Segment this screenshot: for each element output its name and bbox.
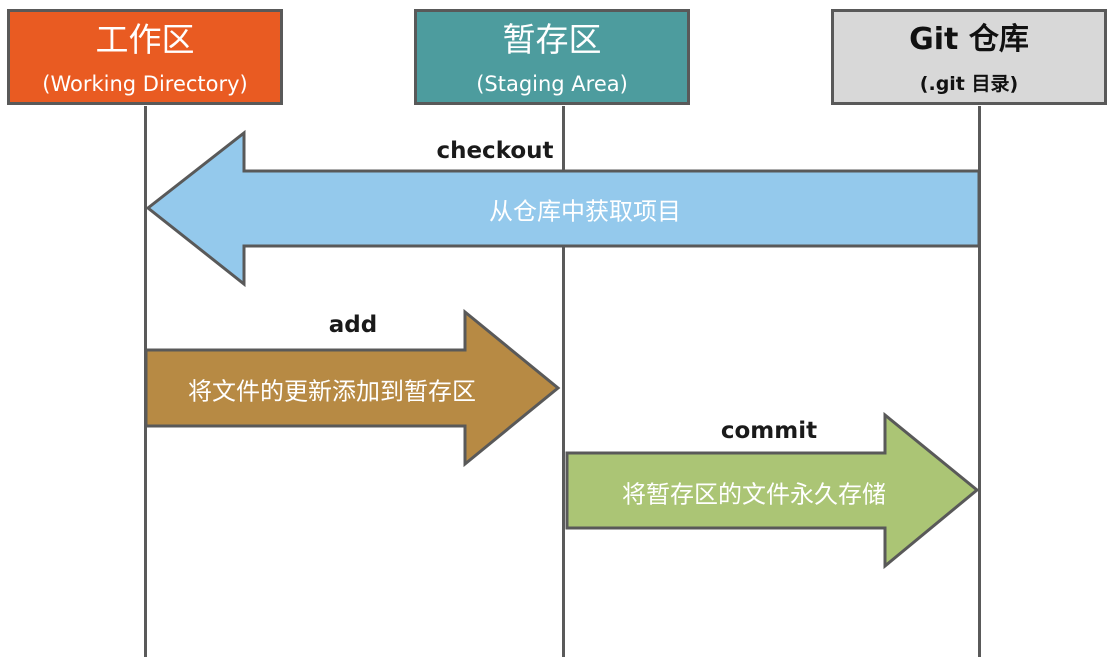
staging-lifeline [562,106,565,657]
add-arrow [144,308,561,468]
git-repo-header: Git 仓库 (.git 目录) [831,9,1107,105]
git-repo-title: Git 仓库 [909,22,1029,57]
working-directory-title: 工作区 [95,20,195,59]
commit-arrow [565,411,980,570]
commit-label: commit [720,418,818,444]
working-directory-subtitle: (Working Directory) [42,72,248,96]
checkout-label: checkout [436,138,554,164]
git-repo-subtitle: (.git 目录) [919,73,1019,95]
add-description: 将文件的更新添加到暂存区 [188,377,476,406]
staging-area-subtitle: (Staging Area) [476,72,628,96]
repo-lifeline [978,106,981,657]
checkout-arrow [145,129,981,288]
working-directory-header: 工作区 (Working Directory) [7,9,283,105]
add-label: add [328,312,378,338]
staging-area-header: 暂存区 (Staging Area) [414,9,690,105]
checkout-description: 从仓库中获取项目 [489,197,681,226]
staging-area-title: 暂存区 [502,20,602,59]
commit-description: 将暂存区的文件永久存储 [622,480,886,509]
